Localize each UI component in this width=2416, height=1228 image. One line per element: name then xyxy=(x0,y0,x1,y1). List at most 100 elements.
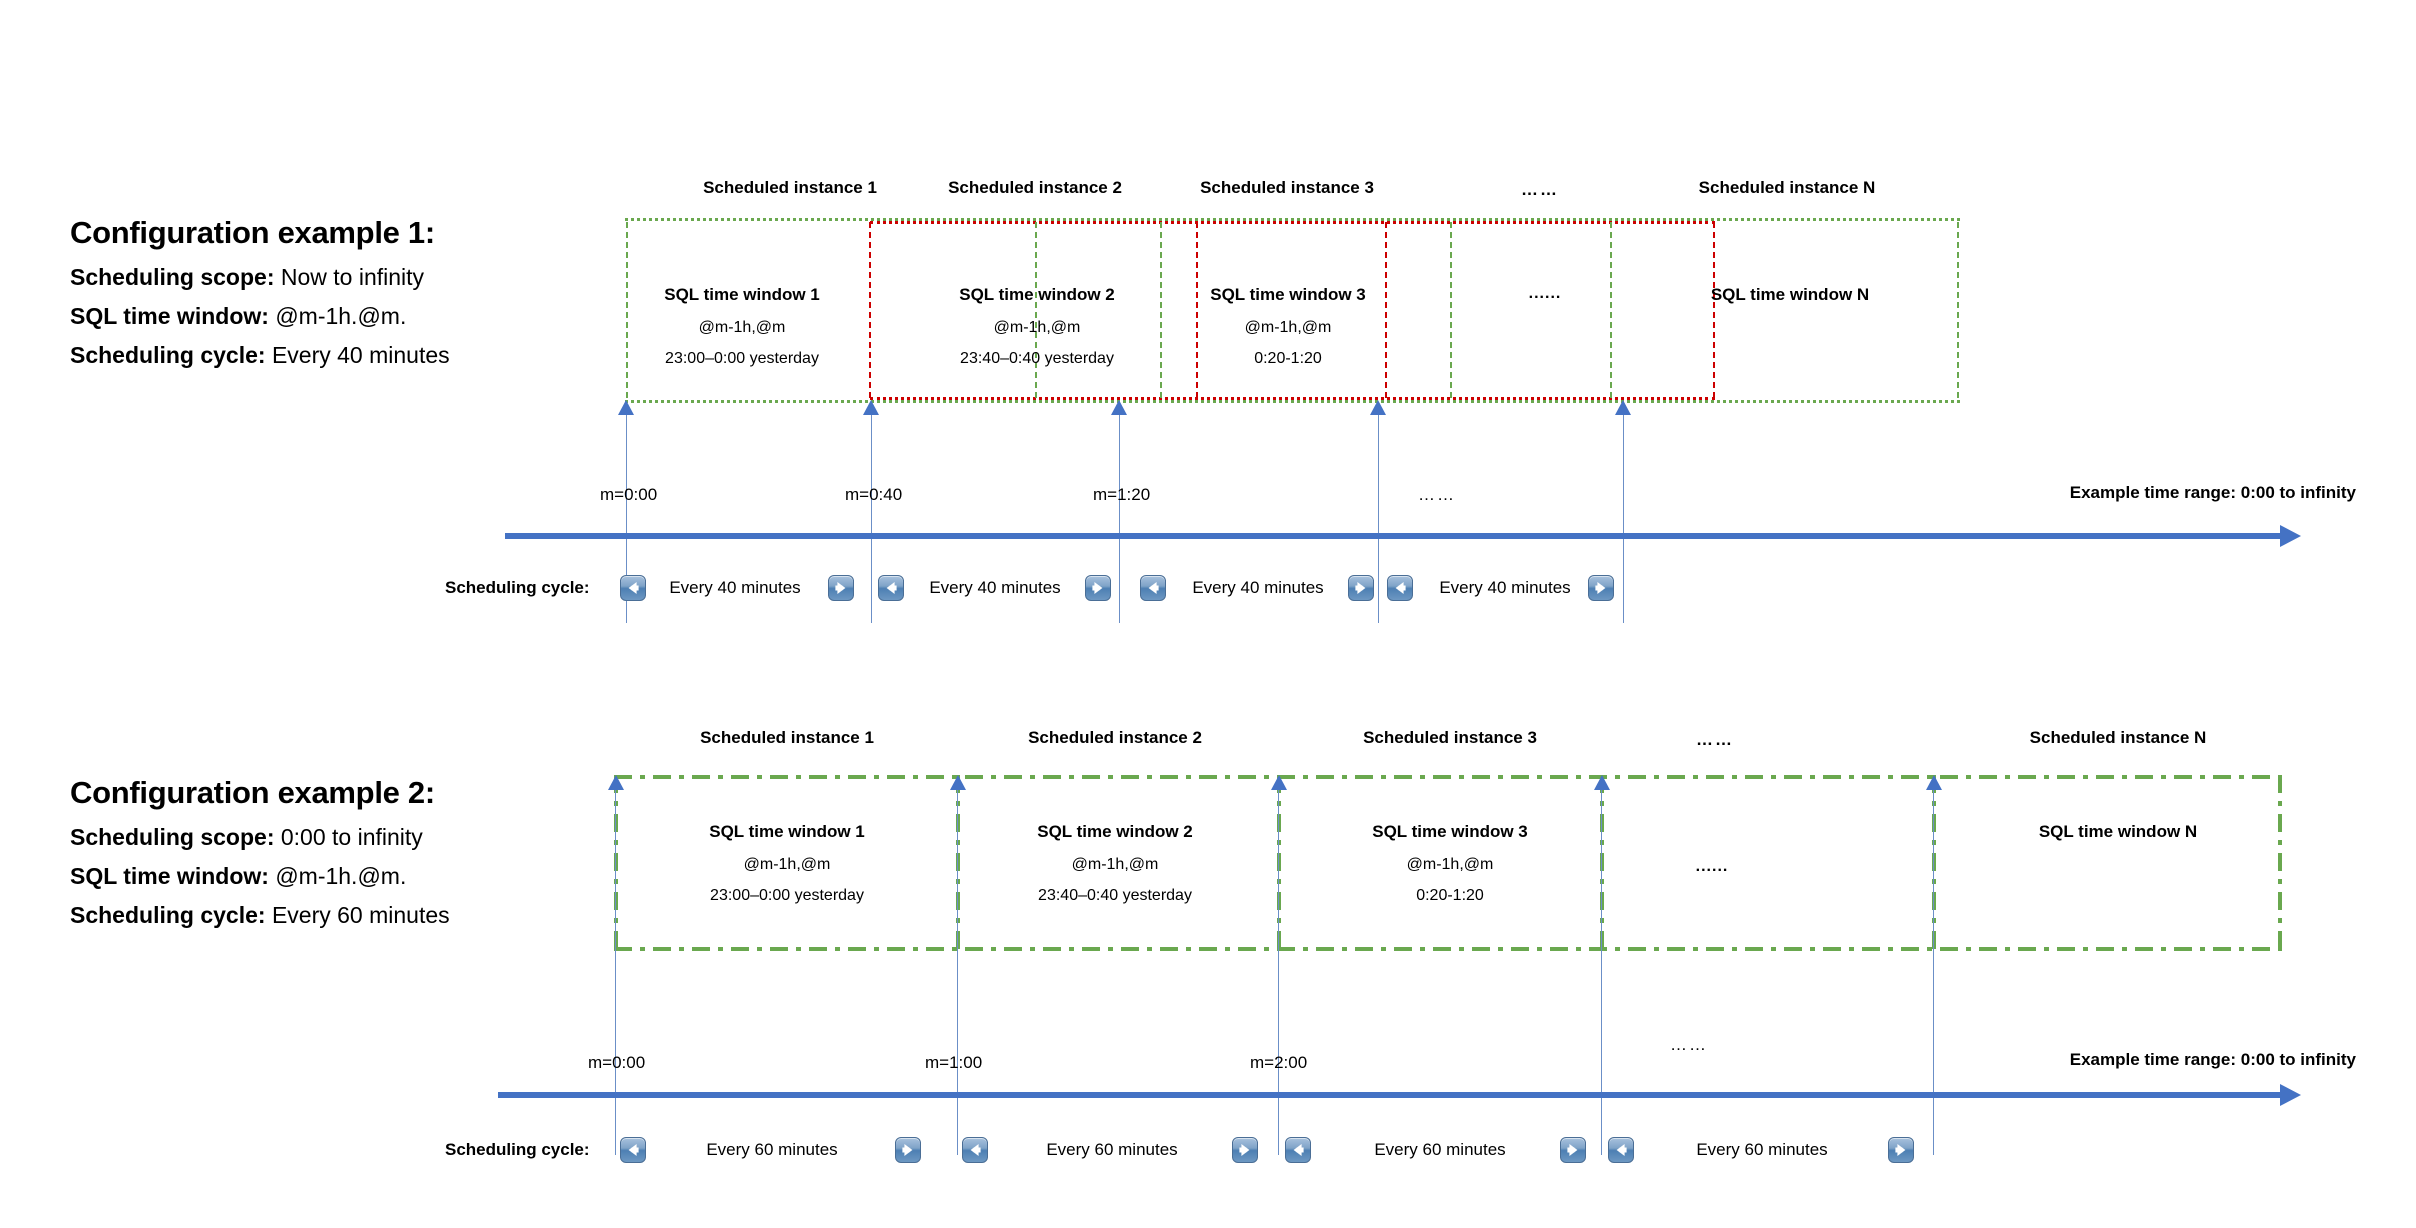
cycle2-segment-1: Every 60 minutes xyxy=(706,1140,838,1159)
instance-label-ellipsis: …… xyxy=(1521,180,1559,199)
time-mark-ellipsis: …… xyxy=(1418,485,1456,504)
sql2-window-2-expr: @m-1h,@m xyxy=(1071,856,1159,873)
tick2-arrow-icon-1 xyxy=(608,775,624,790)
sql-window-ellipsis-title: ...... xyxy=(1528,285,1562,302)
arrow2-left-icon-4a[interactable] xyxy=(1608,1137,1634,1163)
tick-arrow-icon-3 xyxy=(1111,400,1127,415)
sql2-window-n: SQL time window N xyxy=(2039,822,2197,856)
timeline-arrow-icon xyxy=(2280,525,2301,547)
example-1-title: Configuration example 1: xyxy=(70,215,435,250)
tick-line-3 xyxy=(1119,405,1120,623)
sql2-window-3: SQL time window 3 @m-1h,@m 0:20-1:20 xyxy=(1372,822,1528,905)
sql2-window-2: SQL time window 2 @m-1h,@m 23:40–0:40 ye… xyxy=(1037,822,1193,905)
green-divider-5 xyxy=(1610,222,1612,398)
arrow-left-icon-4a[interactable] xyxy=(1387,575,1413,601)
tick-arrow-icon-2 xyxy=(863,400,879,415)
example-1-description: Configuration example 1: Scheduling scop… xyxy=(70,215,450,381)
sql2-window-1: SQL time window 1 @m-1h,@m 23:00–0:00 ye… xyxy=(709,822,865,905)
cycle2-segment-3: Every 60 minutes xyxy=(1374,1140,1506,1159)
green-divider-4 xyxy=(1450,222,1452,398)
cycle-label: Scheduling cycle: xyxy=(70,342,266,368)
example-2-description: Configuration example 2: Scheduling scop… xyxy=(70,775,450,941)
window-value-2: @m-1h.@m. xyxy=(275,863,407,889)
cycle-segment-1: Every 40 minutes xyxy=(669,578,801,597)
timeline-axis xyxy=(505,533,2280,539)
example-2-scope: Scheduling scope: 0:00 to infinity xyxy=(70,824,450,851)
sql2-window-3-title: SQL time window 3 xyxy=(1372,822,1528,841)
cycle-row-label-2: Scheduling cycle: xyxy=(445,1140,590,1159)
tick2-arrow-icon-5 xyxy=(1926,775,1942,790)
window-label: SQL time window: xyxy=(70,303,269,329)
green-divider-2 xyxy=(1035,222,1037,398)
sql-window-ellipsis: ...... xyxy=(1529,285,1562,303)
cycle-segment-3: Every 40 minutes xyxy=(1192,578,1324,597)
example-2-title: Configuration example 2: xyxy=(70,775,435,810)
instance-label-3: Scheduled instance 3 xyxy=(1200,178,1374,197)
red-bottom-line xyxy=(870,397,1715,400)
axis2-range-label: Example time range: 0:00 to infinity xyxy=(2069,1050,2356,1069)
arrow2-left-icon-2a[interactable] xyxy=(962,1137,988,1163)
sql-window-2-title: SQL time window 2 xyxy=(959,285,1115,304)
tick2-line-3 xyxy=(1278,780,1279,1155)
cycle2-segment-2: Every 60 minutes xyxy=(1046,1140,1178,1159)
sql-window-3-title: SQL time window 3 xyxy=(1210,285,1366,304)
green-bottom-line xyxy=(625,400,1960,403)
sql-window-n: SQL time window N xyxy=(1711,285,1869,319)
cycle-row-label-1: Scheduling cycle: xyxy=(445,578,590,597)
tick-arrow-icon-5 xyxy=(1615,400,1631,415)
tick-line-2 xyxy=(871,405,872,623)
cycle-segment-2: Every 40 minutes xyxy=(929,578,1061,597)
time-mark-3: m=1:20 xyxy=(1093,485,1151,504)
arrow2-right-icon-1b[interactable] xyxy=(895,1137,921,1163)
arrow2-left-icon-1a[interactable] xyxy=(620,1137,646,1163)
red-divider-4 xyxy=(1713,222,1715,398)
time-mark-1: m=0:00 xyxy=(600,485,658,504)
sql2-window-ellipsis-title: ...... xyxy=(1695,858,1729,875)
green-divider-6 xyxy=(1957,222,1959,398)
sql-window-n-title: SQL time window N xyxy=(1710,285,1870,304)
arrow-right-icon-2b[interactable] xyxy=(1085,575,1111,601)
tick2-line-5 xyxy=(1933,780,1934,1155)
sql-window-1-expr: @m-1h,@m xyxy=(698,319,786,336)
tick2-line-2 xyxy=(957,780,958,1155)
arrow-right-icon-1b[interactable] xyxy=(828,575,854,601)
instance-label-n: Scheduled instance N xyxy=(1698,178,1876,197)
example-1-window: SQL time window: @m-1h.@m. xyxy=(70,303,450,330)
time2-mark-ellipsis: …… xyxy=(1670,1035,1708,1054)
tick2-line-1 xyxy=(615,780,616,1155)
sql2-window-ellipsis: ...... xyxy=(1696,858,1729,876)
red-divider-1 xyxy=(869,222,871,398)
cycle-label-2: Scheduling cycle: xyxy=(70,902,266,928)
arrow2-right-icon-4b[interactable] xyxy=(1888,1137,1914,1163)
arrow2-right-icon-2b[interactable] xyxy=(1232,1137,1258,1163)
arrow-right-icon-3b[interactable] xyxy=(1348,575,1374,601)
tick2-line-4 xyxy=(1601,780,1602,1155)
green2-top-line xyxy=(614,775,2282,779)
arrow-right-icon-4b[interactable] xyxy=(1588,575,1614,601)
sql-window-1: SQL time window 1 @m-1h,@m 23:00–0:00 ye… xyxy=(664,285,820,368)
green2-divider-2 xyxy=(1277,775,1281,951)
tick2-arrow-icon-3 xyxy=(1271,775,1287,790)
time2-mark-2: m=1:00 xyxy=(925,1053,983,1072)
arrow2-left-icon-3a[interactable] xyxy=(1285,1137,1311,1163)
sql-window-2-expr: @m-1h,@m xyxy=(993,319,1081,336)
sql-window-3-range: 0:20-1:20 xyxy=(1254,350,1322,367)
sql2-window-3-expr: @m-1h,@m xyxy=(1406,856,1494,873)
sql2-window-1-title: SQL time window 1 xyxy=(709,822,865,841)
green2-divider-1 xyxy=(956,775,960,951)
instance2-label-n: Scheduled instance N xyxy=(2029,728,2207,747)
time-mark-2: m=0:40 xyxy=(845,485,903,504)
cycle-segment-4: Every 40 minutes xyxy=(1439,578,1571,597)
arrow-left-icon-1a[interactable] xyxy=(620,575,646,601)
arrow-left-icon-2a[interactable] xyxy=(878,575,904,601)
arrow2-right-icon-3b[interactable] xyxy=(1560,1137,1586,1163)
green-top-line xyxy=(625,218,1960,221)
sql-window-2: SQL time window 2 @m-1h,@m 23:40–0:40 ye… xyxy=(959,285,1115,368)
window-value: @m-1h.@m. xyxy=(275,303,407,329)
cycle2-segment-4: Every 60 minutes xyxy=(1696,1140,1828,1159)
timeline2-arrow-icon xyxy=(2280,1084,2301,1106)
time2-mark-3: m=2:00 xyxy=(1250,1053,1308,1072)
arrow-left-icon-3a[interactable] xyxy=(1140,575,1166,601)
axis-range-label: Example time range: 0:00 to infinity xyxy=(2069,483,2356,502)
instance2-label-1: Scheduled instance 1 xyxy=(700,728,874,747)
